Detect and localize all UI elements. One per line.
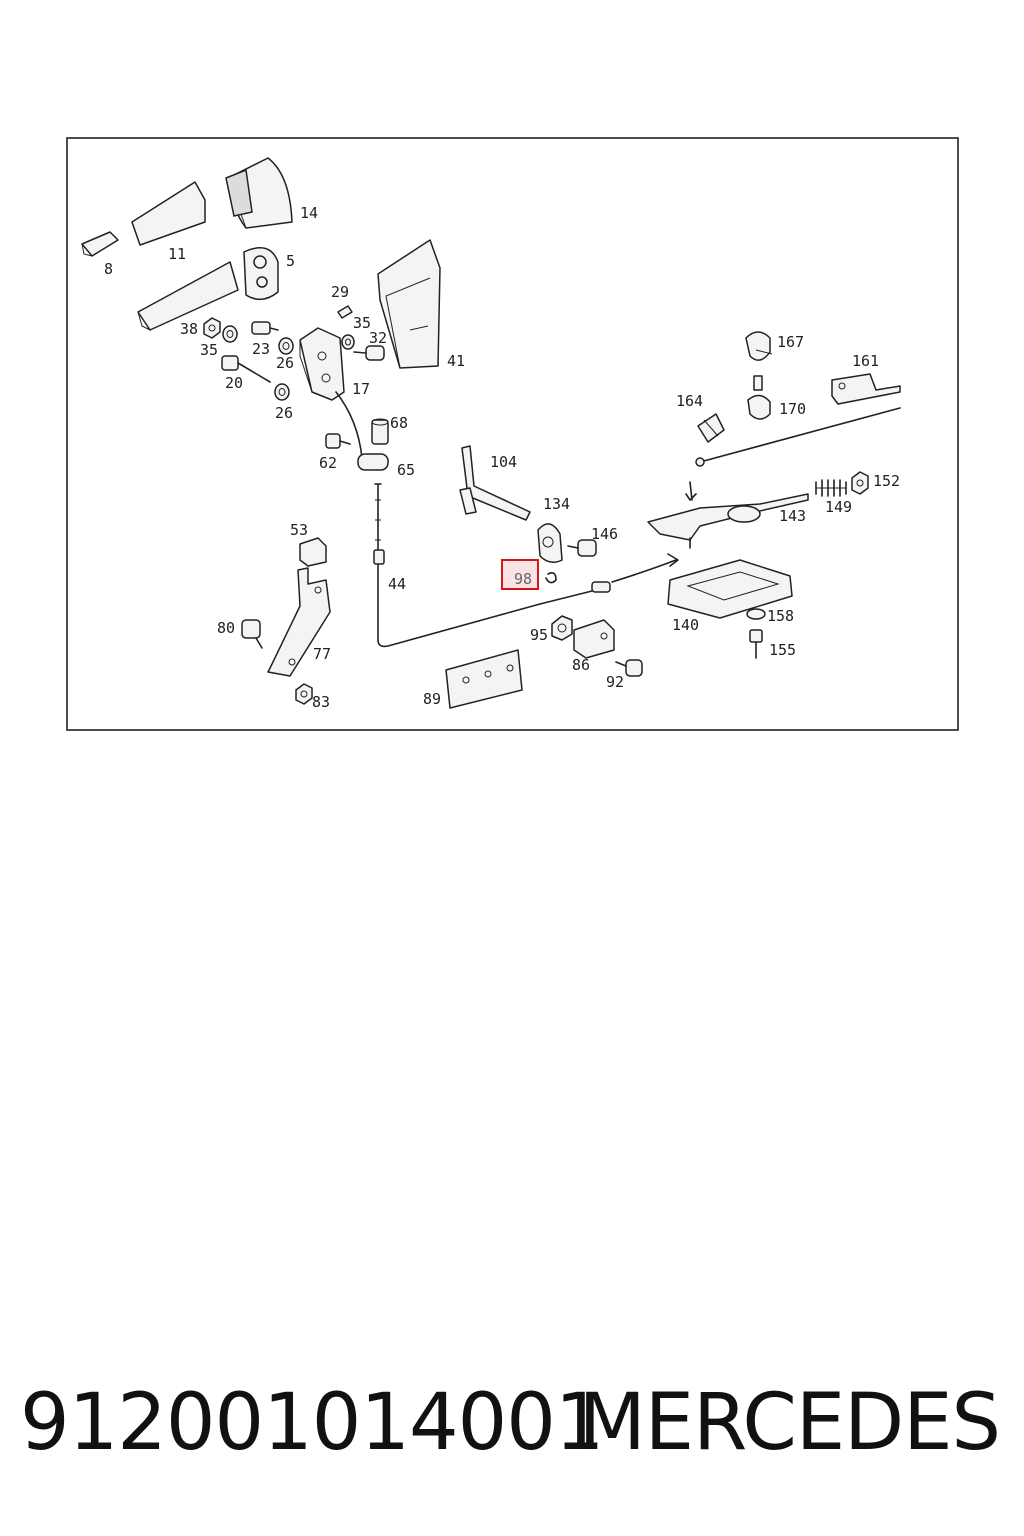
callout-89[interactable]: 89 <box>423 690 441 708</box>
callout-77[interactable]: 77 <box>313 645 331 663</box>
callout-167[interactable]: 167 <box>777 333 804 351</box>
part-number: 912001014001 <box>20 1378 605 1468</box>
callout-20[interactable]: 20 <box>225 374 243 392</box>
part-140-tray <box>667 559 793 619</box>
callout-155[interactable]: 155 <box>769 641 796 659</box>
cable-lower <box>539 553 679 605</box>
callout-95[interactable]: 95 <box>530 626 548 644</box>
part-143-linkage <box>647 481 809 549</box>
callout-170[interactable]: 170 <box>779 400 806 418</box>
part-41-housing <box>377 239 441 369</box>
callout-143[interactable]: 143 <box>779 507 806 525</box>
part-65-sleeve <box>357 453 389 471</box>
part-62-bolt <box>325 433 351 449</box>
part-11-lever <box>131 181 206 246</box>
part-23-bolt <box>251 321 279 335</box>
rod-upper <box>699 407 901 463</box>
diagram-frame <box>66 137 959 731</box>
cable-upper <box>335 391 363 459</box>
callout-38[interactable]: 38 <box>180 320 198 338</box>
callout-161[interactable]: 161 <box>852 352 879 370</box>
part-38-nut <box>203 317 221 339</box>
callout-23[interactable]: 23 <box>252 340 270 358</box>
callout-152[interactable]: 152 <box>873 472 900 490</box>
callout-17[interactable]: 17 <box>352 380 370 398</box>
callout-104[interactable]: 104 <box>490 453 517 471</box>
part-20-long-bolt <box>221 355 271 383</box>
callout-41[interactable]: 41 <box>447 352 465 370</box>
part-26a-washer <box>278 337 294 355</box>
callout-86[interactable]: 86 <box>572 656 590 674</box>
part-155-bolt <box>749 629 763 659</box>
part-149-spring <box>815 479 847 497</box>
part-86-bracket <box>573 619 615 659</box>
brand-name: MERCEDES <box>578 1378 1001 1468</box>
callout-8[interactable]: 8 <box>104 260 113 278</box>
part-89-block <box>445 649 523 709</box>
part-98-clip <box>545 572 557 584</box>
part-53-cap <box>299 537 327 567</box>
part-5-pedal-arm <box>137 247 279 331</box>
callout-26b[interactable]: 26 <box>275 404 293 422</box>
callout-80[interactable]: 80 <box>217 619 235 637</box>
highlight-box-98[interactable] <box>501 559 539 590</box>
part-92-bolt <box>615 659 643 677</box>
callout-53[interactable]: 53 <box>290 521 308 539</box>
part-17-bracket <box>299 327 345 401</box>
callout-26a[interactable]: 26 <box>276 354 294 372</box>
callout-5[interactable]: 5 <box>286 252 295 270</box>
callout-35a[interactable]: 35 <box>200 341 218 359</box>
part-146-bolt <box>567 539 597 557</box>
part-167-clip <box>745 331 773 361</box>
part-170-clip <box>747 375 771 420</box>
callout-11[interactable]: 11 <box>168 245 186 263</box>
part-35b-washer <box>341 334 355 350</box>
part-44-cable <box>373 483 541 648</box>
part-83-nut <box>295 683 313 705</box>
callout-65[interactable]: 65 <box>397 461 415 479</box>
footer: 912001014001 MERCEDES <box>0 1378 1024 1468</box>
callout-164[interactable]: 164 <box>676 392 703 410</box>
callout-29[interactable]: 29 <box>331 283 349 301</box>
callout-62[interactable]: 62 <box>319 454 337 472</box>
part-32-bolt <box>353 345 385 361</box>
callout-32[interactable]: 32 <box>369 329 387 347</box>
callout-35b[interactable]: 35 <box>353 314 371 332</box>
callout-44[interactable]: 44 <box>388 575 406 593</box>
part-80-bolt <box>241 619 263 649</box>
part-77-bracket <box>267 567 331 677</box>
callout-98-highlighted[interactable]: 98 <box>514 570 532 588</box>
part-158-washer <box>746 608 766 620</box>
callout-92[interactable]: 92 <box>606 673 624 691</box>
part-104-bracket <box>459 445 531 521</box>
part-26b-washer <box>274 383 290 401</box>
callout-83[interactable]: 83 <box>312 693 330 711</box>
callout-158[interactable]: 158 <box>767 607 794 625</box>
callout-140[interactable]: 140 <box>672 616 699 634</box>
part-29-pin <box>337 305 353 319</box>
callout-134[interactable]: 134 <box>543 495 570 513</box>
part-14-cover <box>225 157 293 229</box>
part-68-spacer <box>371 418 389 445</box>
part-161-bracket <box>831 373 901 405</box>
part-95-nut <box>551 615 573 641</box>
callout-149[interactable]: 149 <box>825 498 852 516</box>
callout-14[interactable]: 14 <box>300 204 318 222</box>
part-152-nut <box>851 471 869 495</box>
callout-68[interactable]: 68 <box>390 414 408 432</box>
part-134-clamp <box>537 523 563 563</box>
part-164-clip <box>697 413 725 443</box>
part-8-pad <box>81 231 119 257</box>
callout-146[interactable]: 146 <box>591 525 618 543</box>
part-35a-washer <box>222 325 238 343</box>
